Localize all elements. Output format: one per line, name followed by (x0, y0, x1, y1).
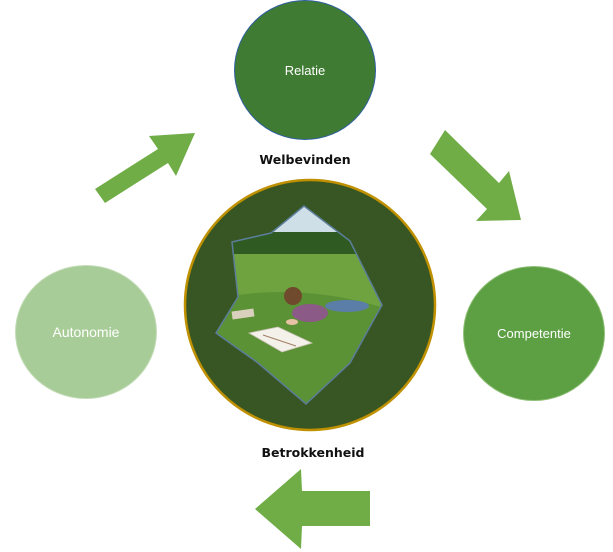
node-relatie-label: Relatie (284, 62, 326, 78)
node-competentie-label: Competentie (497, 326, 571, 341)
label-betrokkenheid: Betrokkenheid (261, 445, 365, 460)
arrow-up-right (95, 133, 195, 203)
label-welbevinden: Welbevinden (259, 152, 351, 167)
node-autonomie: Autonomie (15, 265, 157, 399)
center-photo-star-outline (214, 205, 383, 406)
node-autonomie-label: Autonomie (52, 324, 120, 340)
node-competentie: Competentie (463, 266, 605, 401)
arrow-down-right (430, 130, 521, 221)
node-relatie: Relatie (234, 0, 376, 140)
arrow-left (255, 469, 370, 549)
